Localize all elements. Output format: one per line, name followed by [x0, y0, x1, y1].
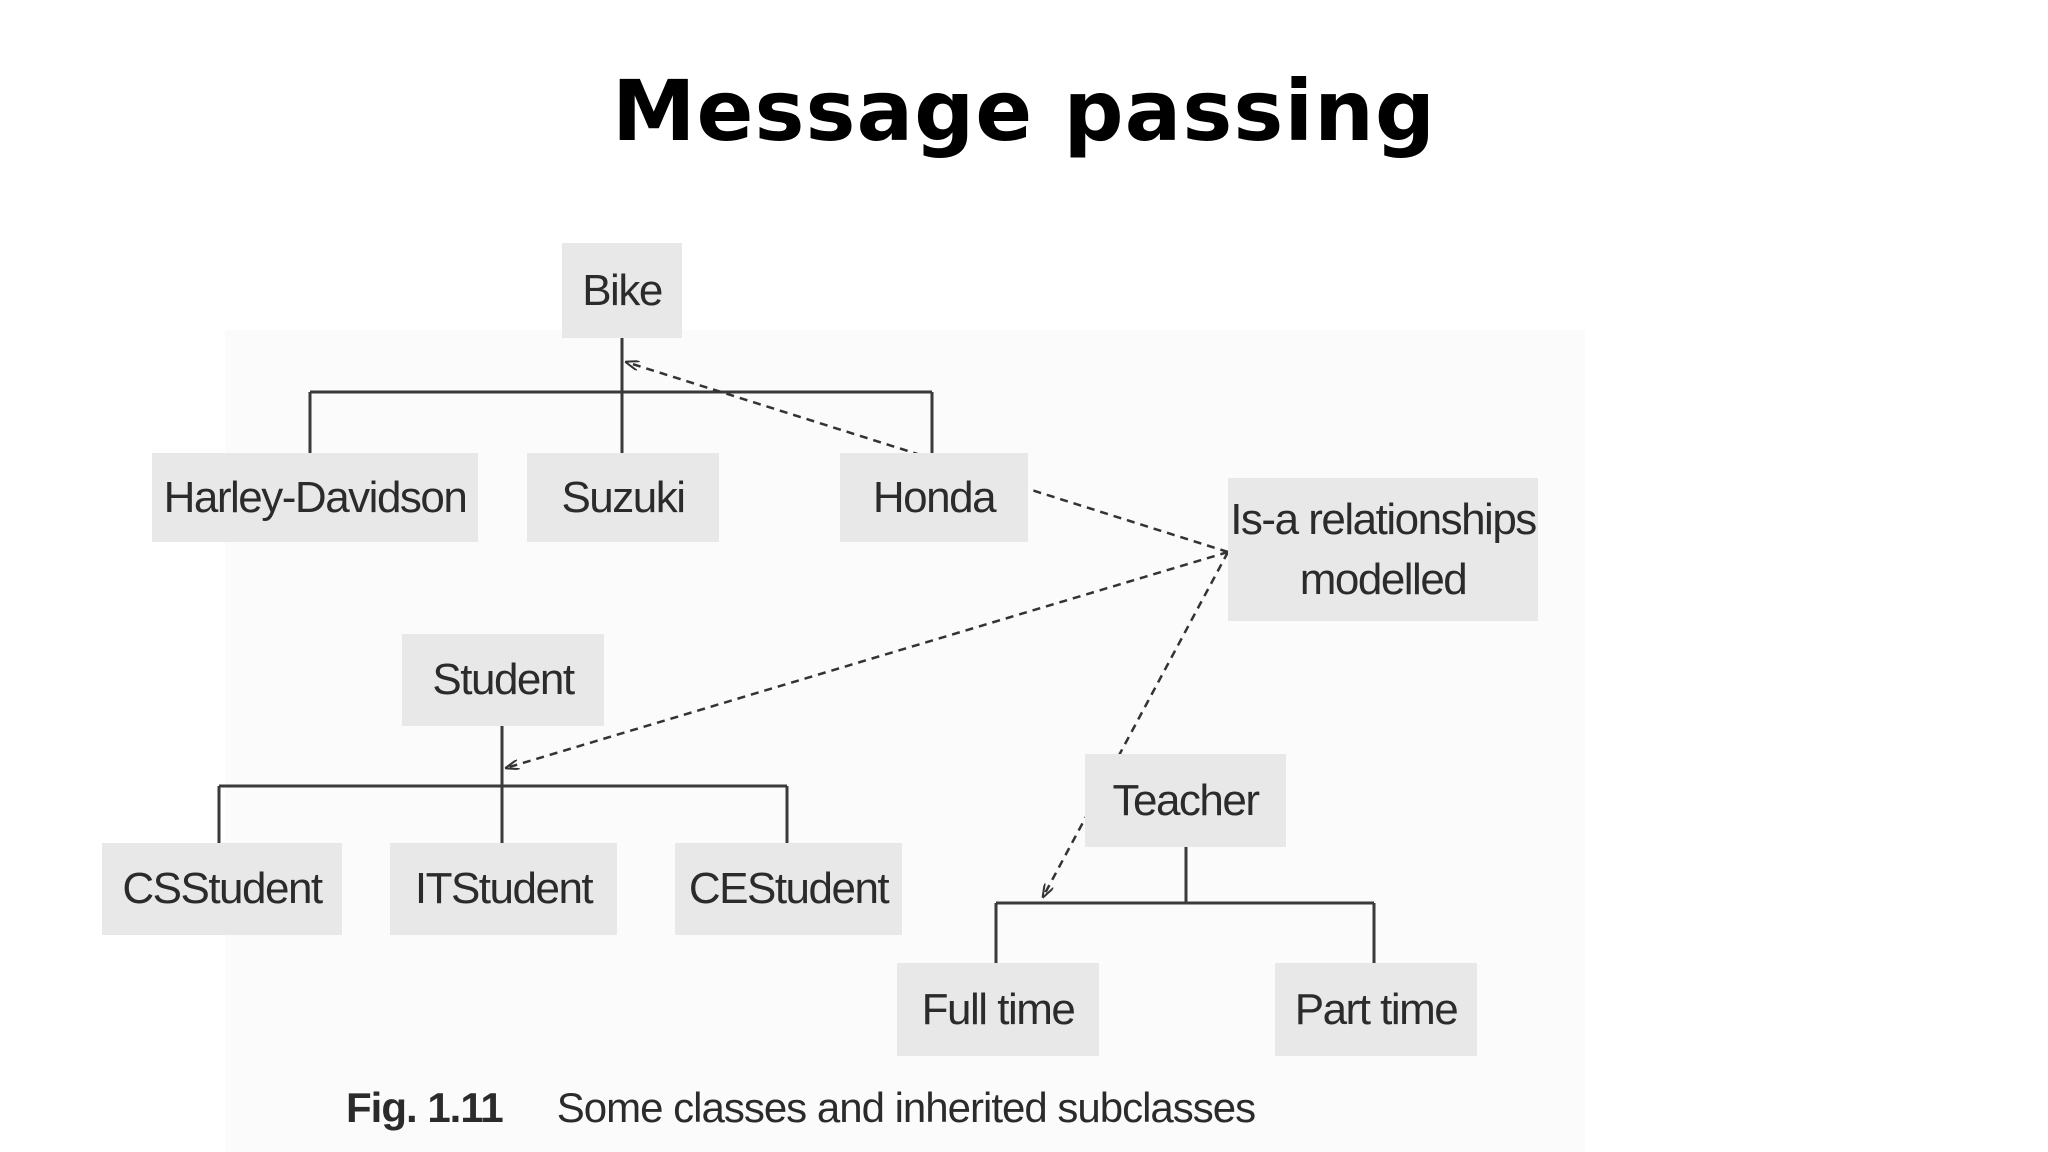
node-cs-student: CSStudent	[102, 843, 342, 935]
node-full-time: Full time	[897, 963, 1099, 1056]
node-isa-line2: modelled	[1299, 554, 1468, 604]
node-it-student-label: ITStudent	[414, 864, 594, 914]
node-student: Student	[402, 634, 604, 726]
node-suzuki-label: Suzuki	[561, 472, 686, 522]
node-isa-relationships: Is-a relationships modelled	[1228, 478, 1538, 621]
node-suzuki: Suzuki	[527, 453, 719, 542]
node-isa-line1: Is-a relationships	[1230, 495, 1537, 545]
bike-tree-lines	[308, 338, 934, 454]
node-ce-student-label: CEStudent	[688, 864, 890, 914]
node-part-time-label: Part time	[1294, 984, 1459, 1034]
isa-arrow-to-teacher-branch	[1043, 551, 1230, 897]
node-honda: Honda	[840, 453, 1028, 542]
node-teacher-label: Teacher	[1112, 775, 1260, 825]
isa-arrow-to-student	[506, 550, 1229, 768]
slide-title: Message passing	[611, 62, 1437, 160]
node-harley-davidson-label: Harley-Davidson	[163, 472, 468, 522]
figure-number: Fig. 1.11	[346, 1084, 504, 1131]
teacher-tree-lines	[994, 847, 1376, 963]
figure-caption-text: Some classes and inherited subclasses	[556, 1084, 1256, 1131]
node-full-time-label: Full time	[921, 984, 1076, 1034]
node-student-label: Student	[432, 655, 575, 705]
node-harley-davidson: Harley-Davidson	[152, 453, 478, 542]
student-tree-lines	[217, 726, 789, 843]
node-cs-student-label: CSStudent	[122, 864, 323, 914]
node-bike: Bike	[562, 243, 682, 338]
node-honda-label: Honda	[872, 472, 997, 522]
node-ce-student: CEStudent	[675, 843, 902, 935]
node-teacher: Teacher	[1085, 754, 1286, 847]
node-part-time: Part time	[1275, 963, 1477, 1056]
node-it-student: ITStudent	[390, 843, 617, 935]
node-bike-label: Bike	[582, 265, 663, 315]
figure-caption: Fig. 1.11 Some classes and inherited subc…	[346, 1084, 1256, 1132]
